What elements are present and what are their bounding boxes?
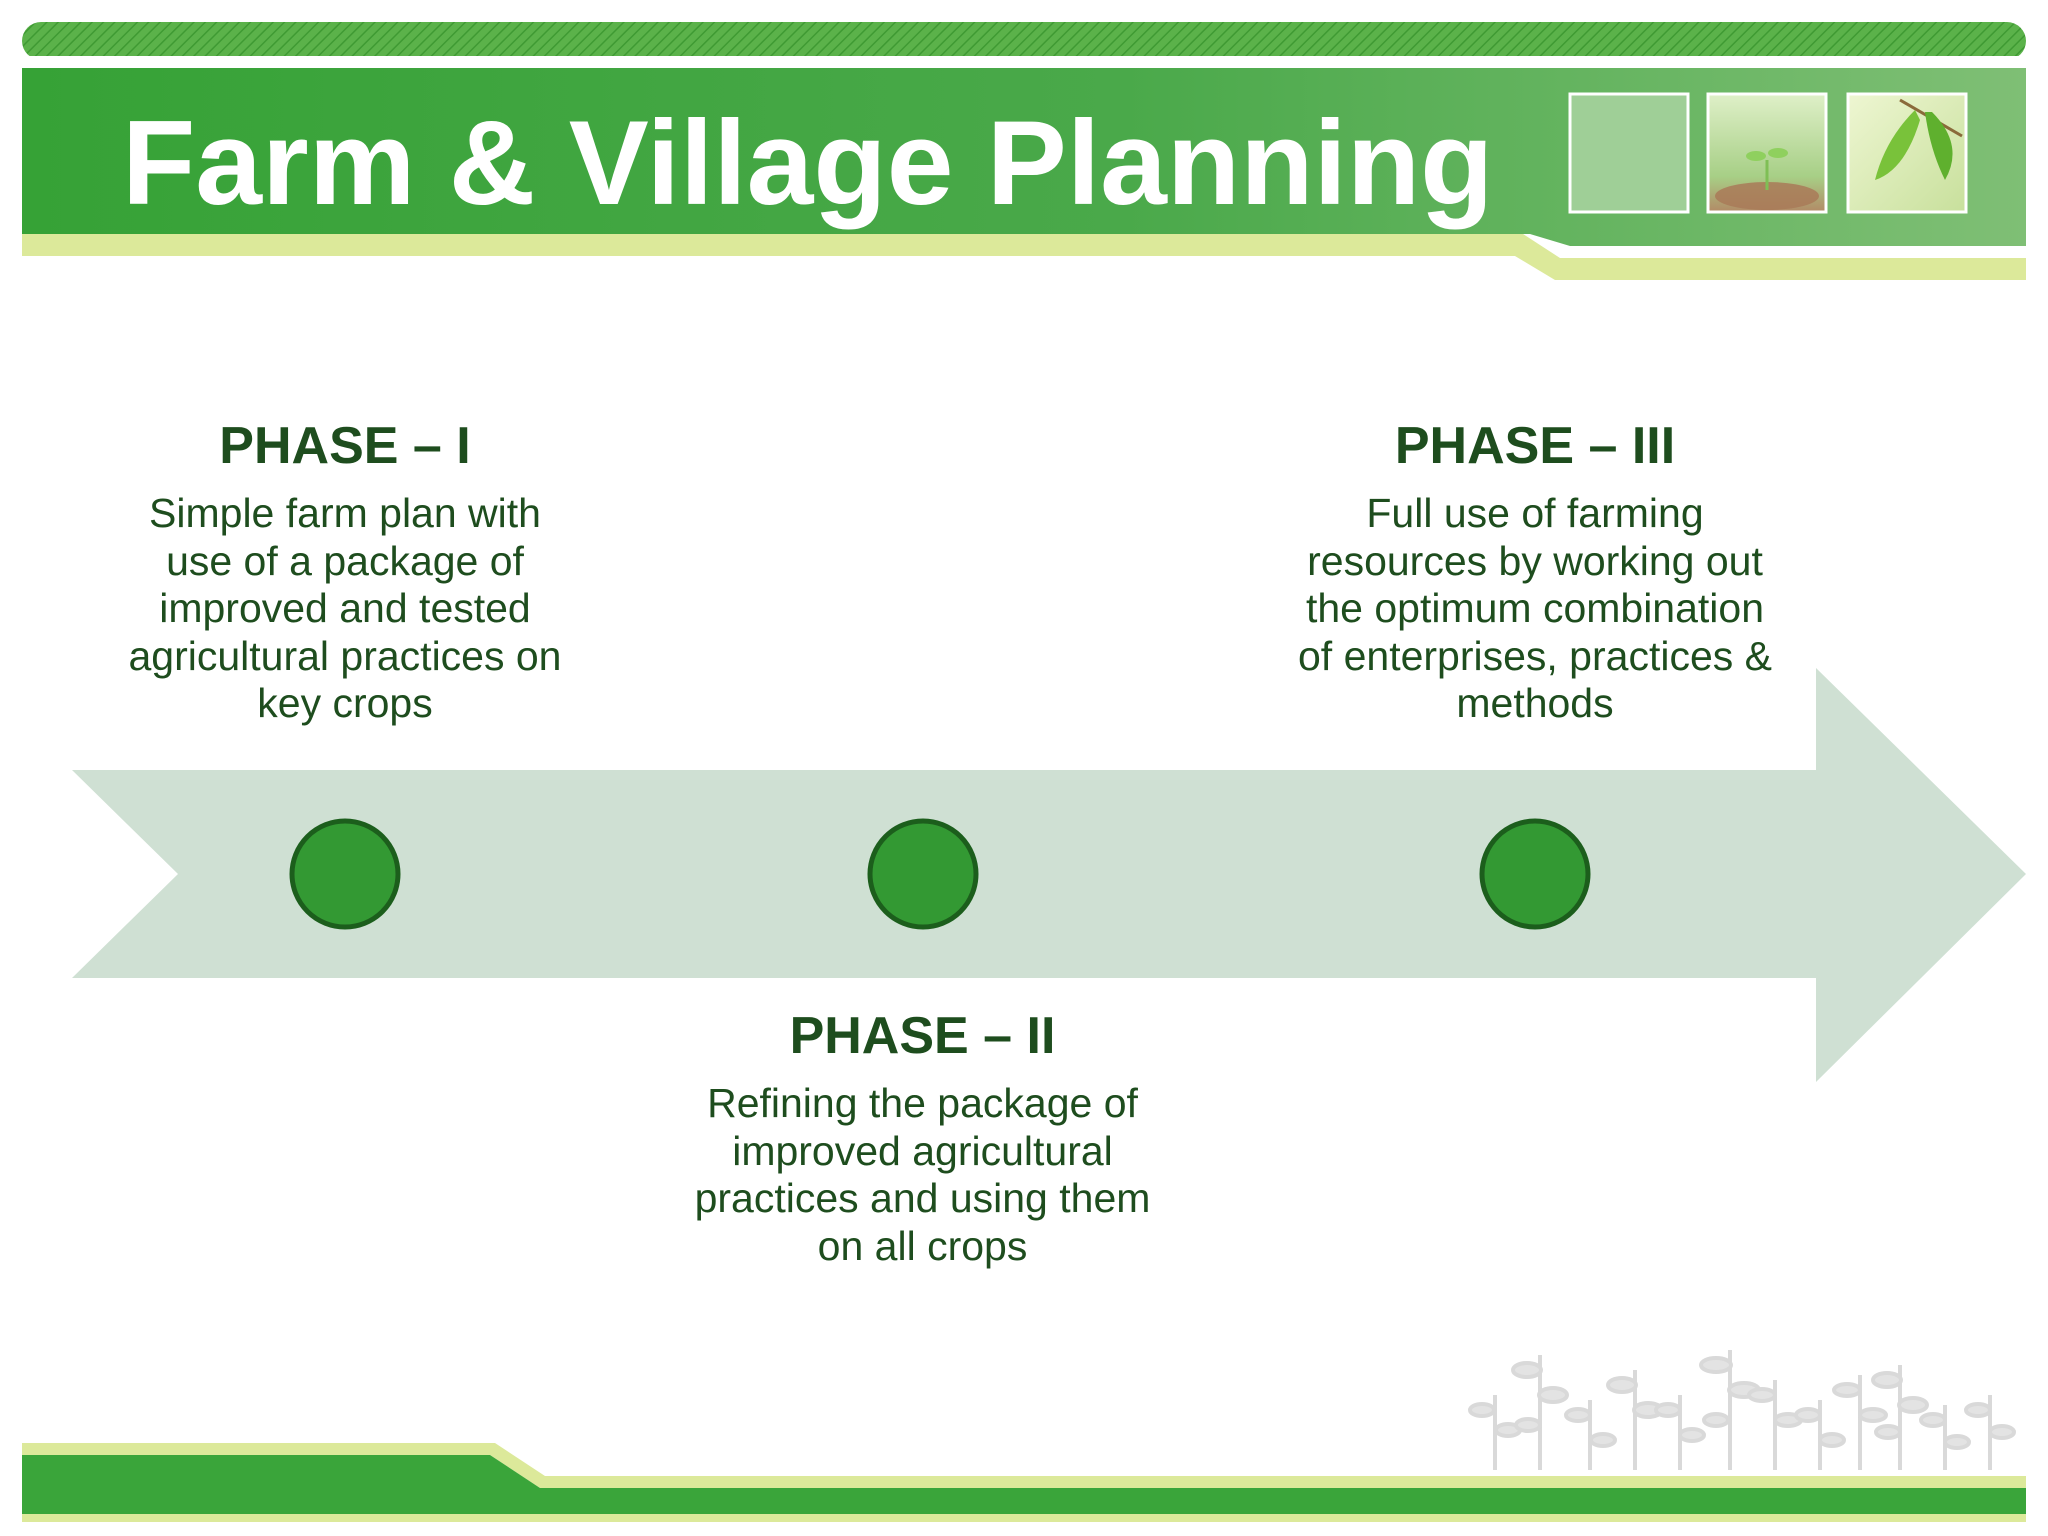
top-hatched-stripe [22,22,2026,62]
phase-1-heading: PHASE – I [219,417,471,475]
phase-marker-1 [289,818,401,930]
phase-1-line: key crops [257,680,433,726]
phase-3-line: of enterprises, practices & [1298,632,1772,679]
phase-1-block: PHASE – I Simple farm plan with use of a… [80,414,610,728]
phase-2-line: improved agricultural [732,1127,1113,1174]
phase-3-line: resources by working out [1307,537,1763,584]
phase-3-block: PHASE – III Full use of farming resource… [1255,414,1815,728]
phase-1-line: improved and tested [159,585,531,631]
phase-2-line: on all crops [817,1222,1028,1269]
phase-3-description: Full use of farming resources by working… [1255,490,1815,728]
header-lime-accent [22,232,2026,280]
phase-1-line: agricultural practices on [128,632,562,679]
phase-2-line: practices and using them [694,1175,1151,1221]
timeline-arrow [72,668,2026,1082]
phase-2-heading: PHASE – II [789,1007,1056,1065]
phase-marker-2 [867,818,979,930]
footer-band [22,1443,2026,1522]
header-image-tiles [1568,92,1968,214]
tile-plain [1568,92,1690,214]
header-band [22,68,2026,246]
phase-3-line: methods [1456,680,1614,726]
phase-3-heading: PHASE – III [1394,417,1676,475]
phase-1-line: Simple farm plan with [149,490,541,536]
sprout-photo-icon [1706,92,1828,214]
phase-2-line: Refining the package of [707,1080,1138,1126]
phase-3-line: the optimum combination [1305,585,1765,631]
phase-2-block: PHASE – II Refining the package of impro… [650,1004,1195,1270]
phase-2-description: Refining the package of improved agricul… [650,1080,1195,1270]
phase-1-description: Simple farm plan with use of a package o… [80,490,610,728]
phase-3-line: Full use of farming [1366,490,1704,536]
phase-marker-3 [1479,818,1591,930]
leaf-photo-icon [1846,92,1968,214]
phase-1-line: use of a package of [166,537,524,584]
decorative-plants-icon [1468,1350,2016,1470]
slide-title: Farm & Village Planning [122,96,1494,230]
